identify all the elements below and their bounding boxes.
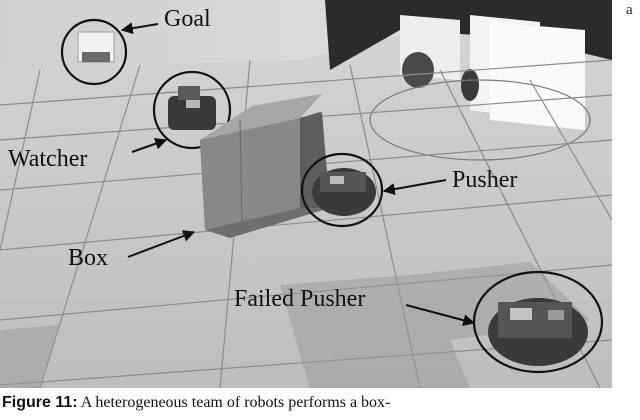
watcher-label: Watcher bbox=[8, 146, 87, 172]
robot-scene-photo: Goal Watcher Pusher Box Failed Pusher bbox=[0, 0, 612, 388]
corner-letter: a bbox=[626, 2, 633, 18]
watcher-circle bbox=[152, 70, 232, 150]
goal-arrow bbox=[120, 22, 159, 35]
caption-label: Figure 11: bbox=[2, 394, 78, 411]
goal-circle bbox=[60, 18, 128, 86]
failed-pusher-arrow bbox=[405, 304, 476, 327]
pusher-circle bbox=[300, 152, 384, 228]
pusher-label: Pusher bbox=[452, 167, 517, 193]
box-label: Box bbox=[68, 245, 108, 271]
caption-text: A heterogeneous team of robots performs … bbox=[77, 394, 391, 411]
box-arrow bbox=[127, 230, 196, 258]
dark-floor-tiles bbox=[0, 262, 590, 388]
failed-pusher-robot bbox=[472, 270, 604, 374]
failed-pusher-label: Failed Pusher bbox=[234, 286, 365, 312]
annotation-arrows bbox=[120, 22, 476, 327]
watcher-robot bbox=[152, 70, 232, 150]
pusher-robot bbox=[300, 152, 384, 228]
goal-label: Goal bbox=[164, 6, 211, 32]
cardboard-box bbox=[200, 94, 330, 238]
watcher-arrow bbox=[131, 137, 168, 153]
pusher-arrow bbox=[382, 179, 447, 196]
goal-object bbox=[60, 18, 128, 86]
figure-caption: Figure 11: A heterogeneous team of robot… bbox=[2, 393, 602, 413]
